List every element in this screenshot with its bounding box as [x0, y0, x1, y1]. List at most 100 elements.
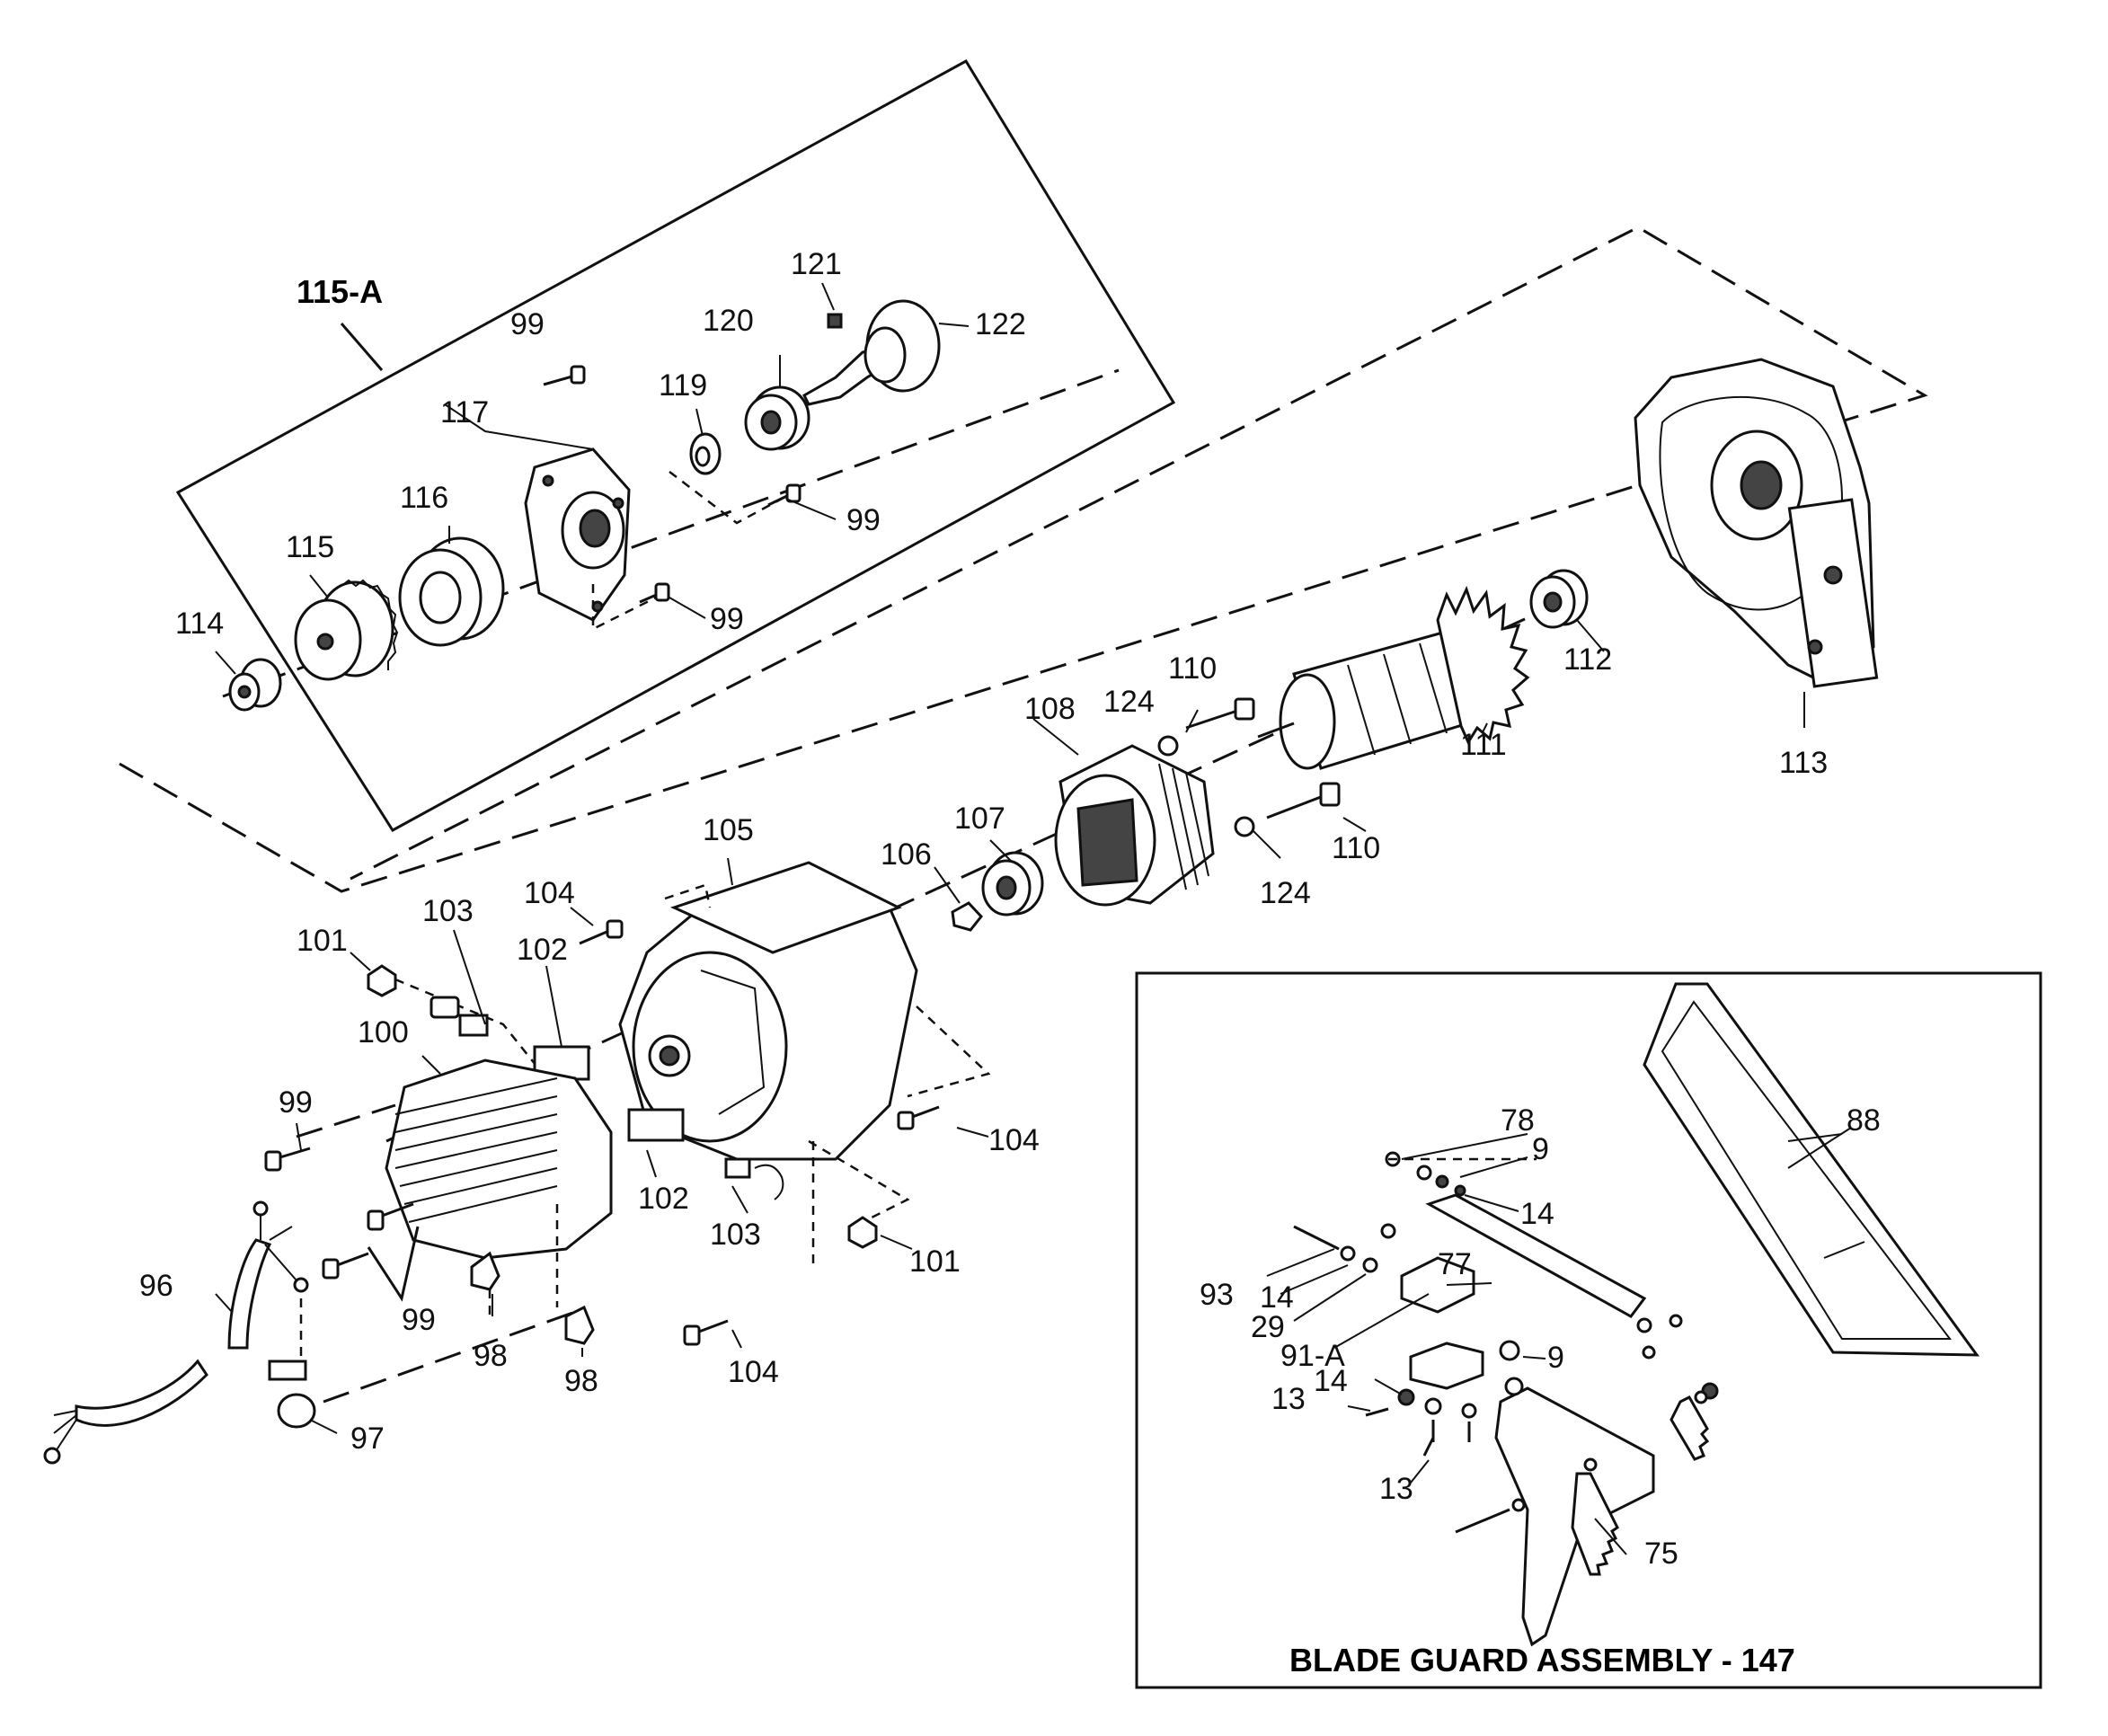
- subassembly-label: 115-A: [297, 273, 383, 310]
- callout-13: 13: [1271, 1382, 1306, 1416]
- callout-117: 117: [440, 395, 489, 430]
- part-113-housing: [1634, 358, 1879, 688]
- part-110-bolt-a: [1185, 697, 1255, 730]
- part-111-armature: [1257, 585, 1530, 770]
- part-116-spacer: [398, 536, 505, 647]
- callout-14: 14: [1520, 1197, 1554, 1231]
- callout-97: 97: [350, 1422, 385, 1456]
- callout-99: 99: [402, 1303, 436, 1337]
- part-99-screw-c: [639, 582, 670, 604]
- part-121-key: [827, 313, 843, 329]
- callout-9: 9: [1532, 1132, 1549, 1166]
- part-119-ring: [689, 432, 722, 475]
- callout-120: 120: [703, 304, 754, 338]
- part-105-frame: [618, 861, 918, 1161]
- callout-111: 111: [1460, 728, 1507, 762]
- part-98-relief-b: [564, 1305, 595, 1345]
- callout-14: 14: [1260, 1280, 1294, 1315]
- inset-title: BLADE GUARD ASSEMBLY - 147: [1289, 1642, 1795, 1678]
- callout-124: 124: [1260, 876, 1311, 910]
- callout-116: 116: [400, 481, 448, 515]
- callout-113: 113: [1779, 746, 1828, 780]
- part-91a-bracket: [1409, 1342, 1484, 1390]
- dashed-99b: [669, 471, 783, 525]
- part-96-cord: [43, 1200, 309, 1465]
- part-97-clamp: [268, 1360, 316, 1429]
- callout-93: 93: [1200, 1278, 1234, 1312]
- callout-105: 105: [703, 813, 754, 847]
- part-122-arbor: [802, 299, 941, 406]
- leaders: [215, 282, 1805, 1434]
- callout-124: 124: [1103, 685, 1155, 719]
- part-98-relief-a: [470, 1251, 500, 1291]
- callout-75: 75: [1644, 1537, 1678, 1571]
- callout-98: 98: [564, 1364, 598, 1398]
- part-88-guard: [1643, 982, 1980, 1357]
- dash-99d: [296, 1103, 396, 1138]
- part-104-screw-b: [897, 1105, 940, 1130]
- callout-13: 13: [1379, 1472, 1413, 1506]
- leader-115a: [340, 323, 384, 371]
- callout-103: 103: [422, 894, 474, 928]
- part-124-nut-b: [1234, 816, 1255, 837]
- callout-114: 114: [175, 607, 224, 641]
- callout-98: 98: [474, 1339, 508, 1373]
- callout-110: 110: [1168, 651, 1217, 686]
- callout-101: 101: [297, 924, 348, 958]
- callout-99: 99: [846, 503, 881, 537]
- callout-14: 14: [1314, 1364, 1348, 1398]
- part-108-field: [1054, 744, 1215, 907]
- inset-leaders: [1266, 1133, 1843, 1555]
- part-115-gear: [294, 579, 399, 681]
- callout-104: 104: [524, 876, 575, 910]
- callout-121: 121: [791, 247, 842, 281]
- callout-103: 103: [710, 1218, 761, 1252]
- part-114-bushing: [228, 658, 282, 712]
- part-99-screw-e: [367, 1202, 414, 1231]
- callout-102: 102: [638, 1182, 689, 1216]
- part-99-screw-d: [264, 1147, 311, 1172]
- callout-104: 104: [988, 1123, 1040, 1157]
- callout-104: 104: [728, 1355, 779, 1389]
- part-104-screw-a: [579, 919, 624, 945]
- callout-9: 9: [1547, 1341, 1564, 1375]
- callout-78: 78: [1501, 1103, 1535, 1138]
- callout-110: 110: [1332, 831, 1380, 865]
- leader-99e: [367, 1226, 420, 1302]
- callout-115: 115: [286, 530, 334, 564]
- callout-101: 101: [909, 1244, 961, 1279]
- part-103-brush-a: [430, 996, 489, 1037]
- dashed-105-right: [907, 1005, 991, 1098]
- dashed-101a: [394, 978, 540, 1070]
- callout-119: 119: [659, 368, 707, 403]
- part-110-bolt-b: [1266, 782, 1341, 819]
- callout-99: 99: [510, 307, 545, 341]
- dash-97: [323, 1310, 576, 1404]
- dashed-105-low: [808, 1139, 910, 1224]
- callout-29: 29: [1251, 1310, 1285, 1344]
- part-102-brush-b: [627, 1108, 685, 1142]
- callout-100: 100: [358, 1015, 409, 1050]
- callout-106: 106: [881, 837, 932, 872]
- part-101-nut-b: [847, 1216, 878, 1249]
- part-99-screw-f: [322, 1252, 369, 1280]
- part-arm-bar: [1425, 1193, 1647, 1318]
- inset-blade-guard-box: [1135, 971, 2042, 1689]
- callout-122: 122: [975, 307, 1026, 341]
- part-99-screw-a: [543, 365, 586, 386]
- part-124-nut-a: [1157, 735, 1179, 757]
- part-103-brush-b: [724, 1157, 784, 1200]
- part-120-bearing: [744, 385, 810, 451]
- callout-102: 102: [517, 933, 568, 967]
- callout-107: 107: [954, 802, 1005, 836]
- callout-99: 99: [279, 1085, 313, 1120]
- callout-96: 96: [139, 1269, 173, 1303]
- leader-117: [444, 403, 594, 450]
- subassembly-115a-frame: [175, 58, 1176, 832]
- part-112-bearing: [1529, 569, 1589, 629]
- callout-88: 88: [1847, 1103, 1881, 1138]
- callout-77: 77: [1438, 1247, 1472, 1281]
- part-100-end-cover: [385, 1058, 613, 1260]
- part-106-washer: [951, 901, 983, 932]
